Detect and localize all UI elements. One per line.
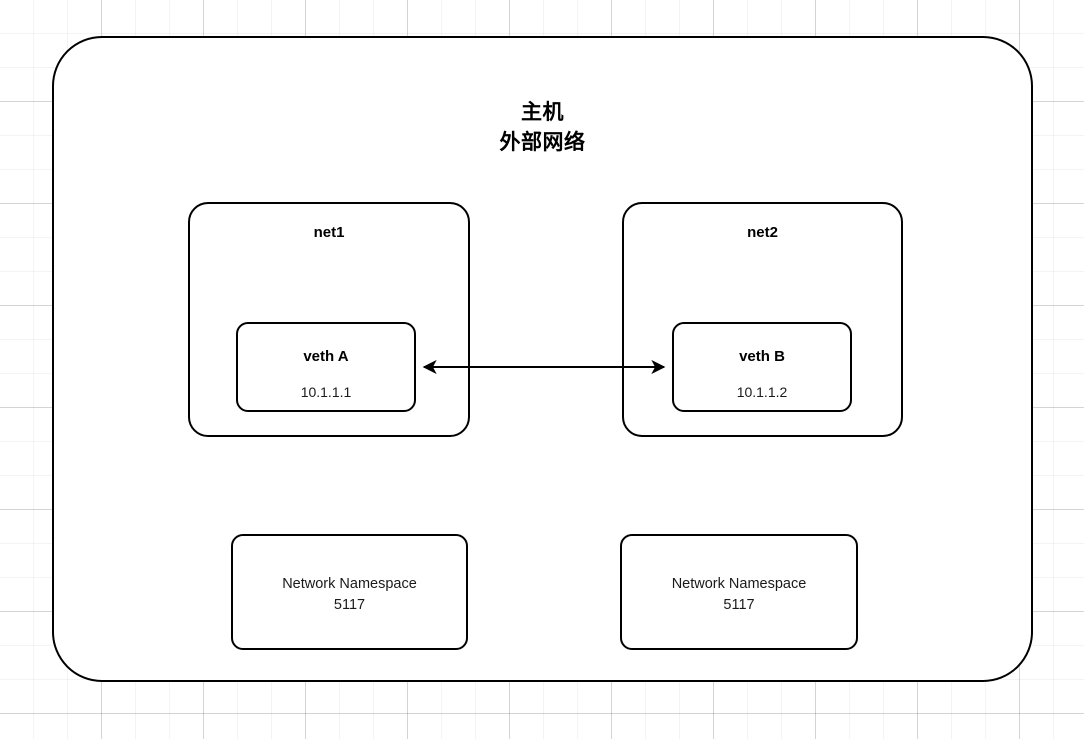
namespace-right-text: Network Namespace 5117 [622, 574, 856, 616]
namespace-box-left[interactable]: Network Namespace 5117 [231, 534, 468, 650]
veth-b-name: veth B [739, 348, 785, 365]
host-title-line-2: 外部网络 [499, 131, 586, 155]
network-label-net1: net1 [313, 224, 345, 241]
veth-a-ip: 10.1.1.1 [300, 384, 352, 400]
network-label-net2: net2 [747, 224, 778, 241]
veth-b-node[interactable]: veth B 10.1.1.2 [672, 322, 852, 412]
namespace-left-text: Network Namespace 5117 [233, 574, 466, 616]
veth-pair-connector[interactable] [400, 345, 688, 391]
namespace-right-id: 5117 [723, 597, 755, 614]
namespace-left-title: Network Namespace [282, 576, 417, 592]
veth-b-ip: 10.1.1.2 [736, 384, 788, 400]
host-title-line-1: 主机 [521, 101, 564, 124]
namespace-right-title: Network Namespace [671, 576, 807, 592]
namespace-box-right[interactable]: Network Namespace 5117 [620, 534, 858, 650]
namespace-left-id: 5117 [333, 597, 366, 614]
veth-a-name: veth A [303, 348, 349, 365]
host-title: 主机 外部网络 [54, 98, 1031, 159]
veth-a-node[interactable]: veth A 10.1.1.1 [236, 322, 416, 412]
